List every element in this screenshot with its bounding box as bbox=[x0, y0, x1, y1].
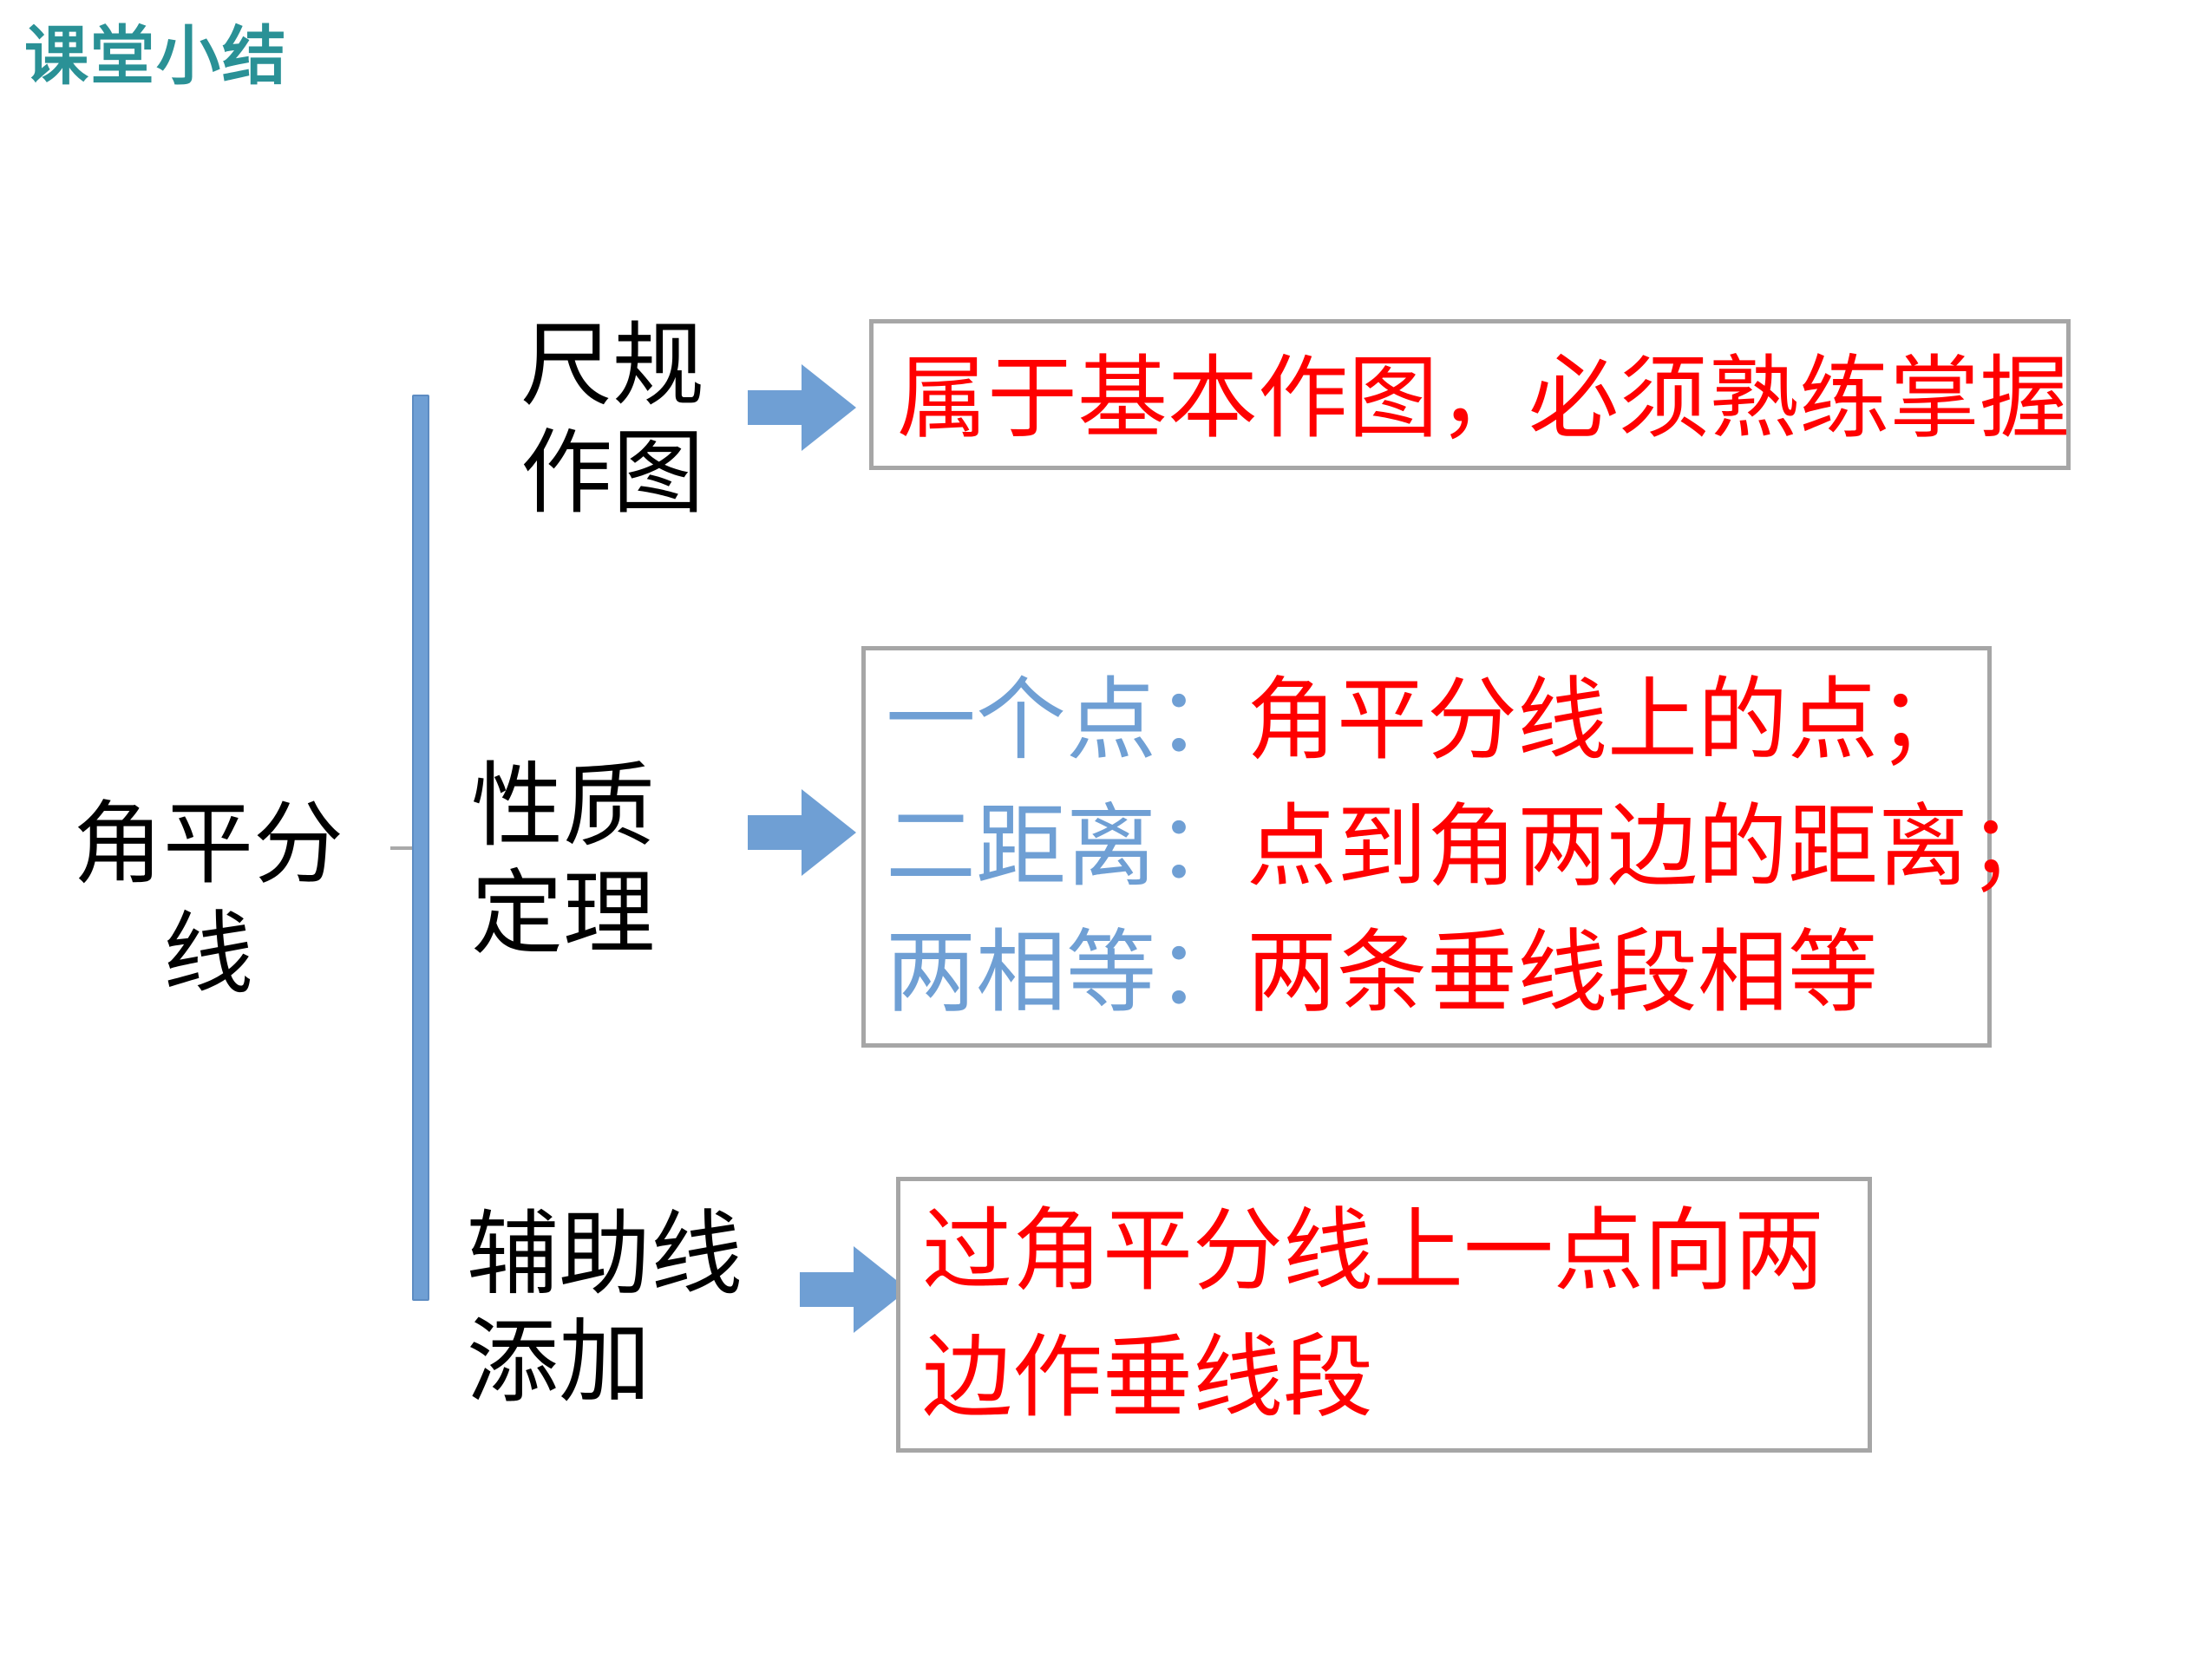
content-text-construction: 属于基本作图，必须熟练掌握 bbox=[897, 345, 2071, 451]
property-row-value: 两条垂线段相等 bbox=[1247, 919, 1879, 1026]
property-row: 两相等：两条垂线段相等 bbox=[886, 910, 2058, 1036]
bracket-line bbox=[412, 395, 429, 1301]
arrow-right-icon bbox=[748, 364, 856, 451]
content-text-auxiliary: 过角平分线上一点向两 边作垂线段 bbox=[922, 1188, 1824, 1440]
property-row-key: 一个点： bbox=[886, 667, 1247, 773]
content-box-property: 一个点：角平分线上的点； 二距离：点到角两边的距离； 两相等：两条垂线段相等 bbox=[861, 646, 2058, 1048]
root-concept: 角平分 线 bbox=[61, 789, 356, 1009]
branch-label-line2: 添加 bbox=[467, 1309, 651, 1416]
property-row-value: 点到角两边的距离； bbox=[1247, 793, 2059, 899]
property-row: 一个点：角平分线上的点； bbox=[886, 657, 2058, 784]
property-row-key: 两相等： bbox=[886, 919, 1247, 1026]
branch-label-line1: 辅助线 bbox=[467, 1201, 743, 1308]
content-box-construction: 属于基本作图，必须熟练掌握 bbox=[869, 319, 2071, 470]
branch-label-auxiliary: 辅助线 添加 bbox=[467, 1201, 743, 1416]
property-row-value: 角平分线上的点； bbox=[1247, 667, 1969, 773]
property-row: 二距离：点到角两边的距离； bbox=[886, 784, 2058, 911]
branch-label-line2: 作图 bbox=[520, 420, 704, 527]
content-line: 边作垂线段 bbox=[922, 1323, 1374, 1430]
property-rows: 一个点：角平分线上的点； 二距离：点到角两边的距离； 两相等：两条垂线段相等 bbox=[886, 657, 2058, 1036]
root-concept-line1: 角平分 bbox=[72, 791, 344, 897]
arrow-right-icon bbox=[748, 789, 856, 876]
property-row-key: 二距离： bbox=[886, 793, 1247, 899]
content-box-auxiliary: 过角平分线上一点向两 边作垂线段 bbox=[896, 1177, 1872, 1453]
bracket-tick bbox=[390, 846, 416, 850]
page-title: 课堂小结 bbox=[24, 19, 288, 94]
branch-label-line1: 性质 bbox=[471, 753, 655, 859]
arrow-right-icon bbox=[800, 1246, 908, 1333]
root-concept-line2: 线 bbox=[162, 900, 253, 1007]
branch-label-property: 性质 定理 bbox=[471, 753, 655, 968]
branch-label-line1: 尺规 bbox=[520, 312, 704, 419]
branch-label-construction: 尺规 作图 bbox=[520, 312, 704, 527]
branch-label-line2: 定理 bbox=[471, 860, 655, 968]
content-line: 过角平分线上一点向两 bbox=[922, 1198, 1825, 1303]
